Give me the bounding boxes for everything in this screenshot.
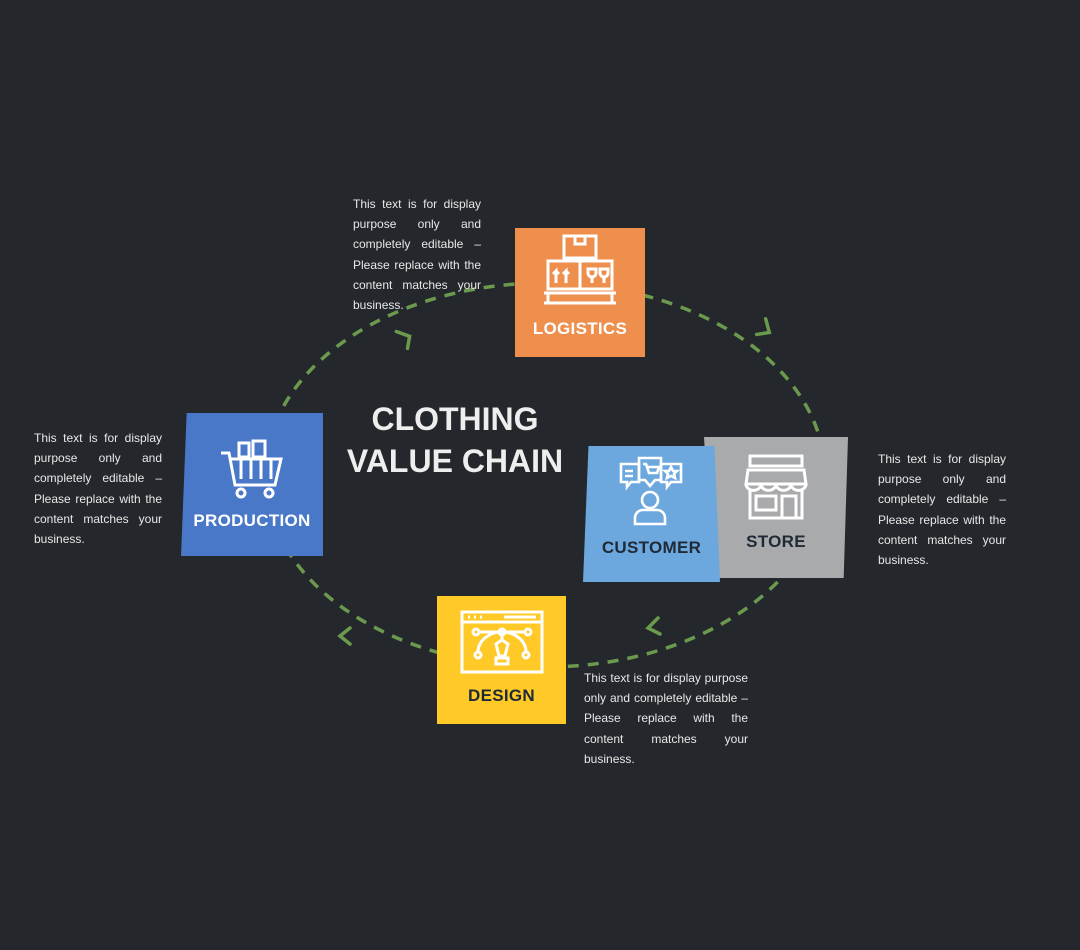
boxes-pallet-icon (544, 234, 616, 305)
customer-label: CUSTOMER (601, 538, 702, 557)
title-line-1: CLOTHING (371, 401, 539, 437)
production-label: PRODUCTION (193, 511, 311, 530)
arrow-icon (754, 317, 772, 337)
page-title: CLOTHING VALUE CHAIN (330, 398, 580, 482)
design-description: This text is for display purpose only an… (584, 671, 748, 766)
node-customer: CUSTOMER (583, 446, 720, 582)
node-design: DESIGN (437, 596, 566, 724)
store-description: This text is for display purpose only an… (878, 452, 1006, 568)
pen-tool-icon (460, 610, 543, 674)
production-description: This text is for display purpose only an… (34, 431, 162, 547)
node-store: STORE (704, 437, 848, 578)
logistics-description: This text is for display purpose only an… (353, 197, 481, 313)
customer-feedback-icon (619, 456, 682, 526)
node-logistics: LOGISTICS (515, 228, 645, 357)
arrow-icon (394, 329, 412, 351)
logistics-label: LOGISTICS (532, 319, 628, 338)
store-label: STORE (746, 532, 806, 551)
design-label: DESIGN (468, 686, 535, 705)
title-line-2: VALUE CHAIN (346, 443, 564, 479)
node-production: PRODUCTION (181, 413, 323, 556)
shopping-cart-icon (221, 439, 283, 499)
arrow-icon (645, 616, 662, 636)
storefront-icon (744, 454, 808, 520)
arrow-icon (337, 626, 352, 646)
